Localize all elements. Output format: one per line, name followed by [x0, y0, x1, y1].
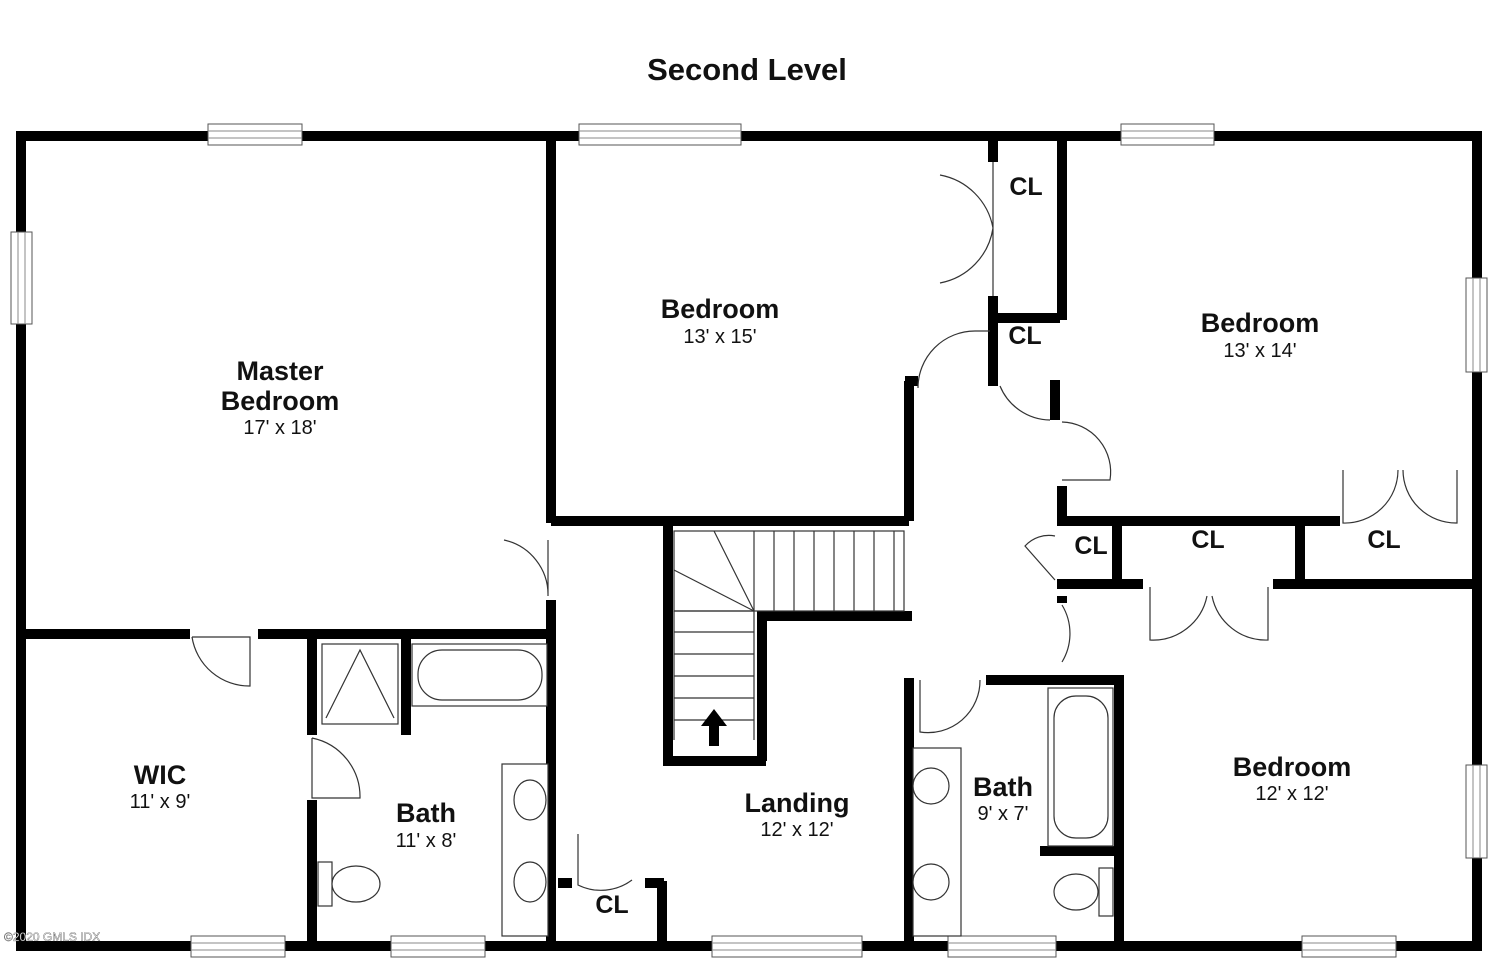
room-bedroom2-size: 13' x 15' [683, 326, 756, 348]
toilet-icon [1053, 873, 1099, 911]
door-cl3 [1024, 534, 1056, 581]
exterior-walls [16, 131, 1482, 951]
room-landing-name: Landing [745, 788, 850, 818]
sink-icon [513, 861, 547, 903]
door-bedroom3 [1061, 421, 1112, 481]
room-master-name2: Bedroom [221, 386, 340, 416]
closet-label: CL [1009, 173, 1042, 201]
door-bath2 [919, 679, 981, 734]
window-right-lower [1465, 764, 1488, 859]
closet-label: CL [1008, 322, 1041, 350]
door-cl5 [1342, 469, 1458, 524]
sink-icon [513, 779, 547, 821]
plan-title: Second Level [647, 52, 847, 87]
room-bath1-name: Bath [396, 798, 456, 828]
room-master-size: 17' x 18' [243, 417, 316, 439]
staircase [673, 530, 905, 740]
door-cl1-b [939, 227, 994, 296]
interior-walls [21, 136, 1477, 946]
door-cl2 [999, 385, 1051, 421]
window-top-right [1120, 123, 1215, 146]
closet-labels: CL CL CL CL CL CL [595, 173, 1400, 919]
door-swings [191, 162, 1458, 891]
door-master-landing [503, 539, 549, 597]
door-master-wic [191, 636, 251, 687]
window-bottom-wic [190, 935, 286, 958]
room-master-name: Master [236, 356, 324, 386]
window-top-master [207, 123, 303, 146]
toilet-tank [317, 861, 333, 907]
room-landing-size: 12' x 12' [760, 819, 833, 841]
room-wic-size: 11' x 9' [130, 791, 191, 813]
door-cl1-a [939, 162, 994, 229]
room-bedroom3-name: Bedroom [1201, 308, 1320, 338]
shower [321, 643, 399, 725]
window-bottom-bath2 [947, 935, 1057, 958]
room-wic-name: WIC [134, 760, 186, 790]
door-cl4 [1149, 587, 1269, 641]
sink-icon [912, 767, 950, 805]
stairs-up-arrow [701, 709, 727, 746]
toilet-icon [331, 865, 381, 903]
door-bedroom2 [917, 330, 990, 389]
windows [10, 123, 1488, 958]
window-bottom-bedroom [1301, 935, 1397, 958]
door-wic-bath [311, 737, 361, 799]
window-left-master [10, 231, 33, 325]
bath1-fixtures [317, 643, 549, 937]
door-cl-landing [577, 834, 633, 891]
room-bedroom3-size: 13' x 14' [1223, 340, 1296, 362]
room-labels: Master Bedroom 17' x 18' Bedroom 13' x 1… [130, 294, 1352, 852]
room-bath2-size: 9' x 7' [978, 803, 1029, 825]
closet-label: CL [1191, 526, 1224, 554]
closet-label: CL [1074, 532, 1107, 560]
door-bedroom4 [1061, 604, 1071, 663]
window-bottom-landing [711, 935, 863, 958]
room-bath1-size: 11' x 8' [396, 830, 457, 852]
sink-icon [912, 863, 950, 901]
room-bedroom4-size: 12' x 12' [1255, 783, 1328, 805]
toilet-tank [1098, 867, 1114, 917]
window-right-upper [1465, 277, 1488, 373]
room-bath2-name: Bath [973, 772, 1033, 802]
window-top-bedroom [578, 123, 742, 146]
closet-label: CL [595, 891, 628, 919]
closet-label: CL [1367, 526, 1400, 554]
window-bottom-bath [390, 935, 486, 958]
bath2-fixtures [912, 687, 1114, 937]
room-bedroom4-name: Bedroom [1233, 752, 1352, 782]
watermark: ©2020 GMLS IDX [4, 930, 100, 944]
room-bedroom2-name: Bedroom [661, 294, 780, 324]
